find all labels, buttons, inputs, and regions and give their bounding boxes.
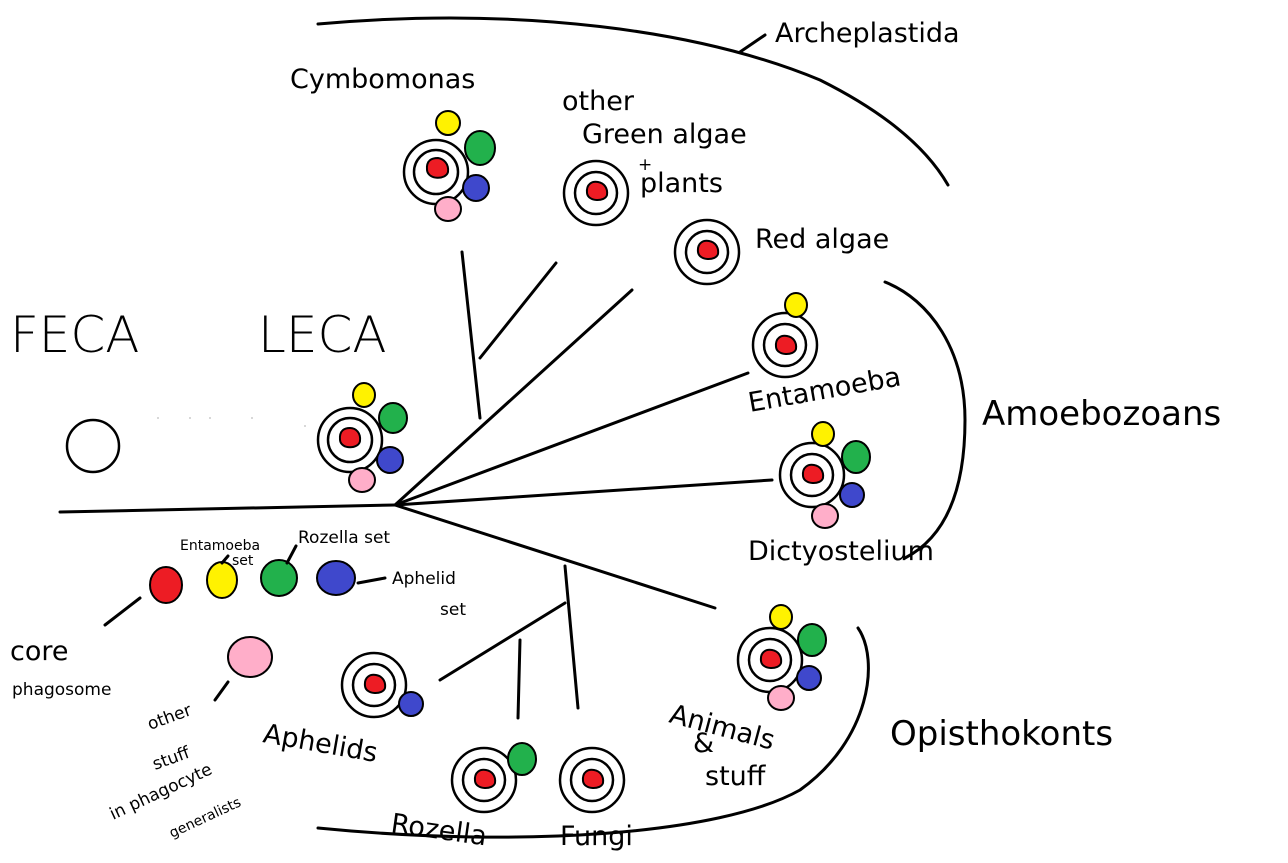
other-green-label-2: Green algae bbox=[582, 119, 747, 150]
leca-cell bbox=[316, 382, 408, 493]
animals-label-3: stuff bbox=[705, 761, 767, 792]
aphelid-set-label-1: Aphelid bbox=[392, 569, 456, 589]
opisthokonts-label: Opisthokonts bbox=[890, 714, 1113, 754]
svg-text:LECA: LECA bbox=[258, 306, 387, 364]
svg-text:FECA: FECA bbox=[10, 306, 139, 364]
feca-leca-gap bbox=[157, 417, 306, 427]
fungi-cell bbox=[558, 746, 626, 814]
opisthokonts-bracket bbox=[316, 626, 870, 839]
cymbomonas-cell bbox=[402, 110, 496, 222]
dictyostelium-label: Dictyostelium bbox=[748, 536, 934, 567]
archeplastida-label: Archeplastida bbox=[775, 18, 960, 49]
rozella-cell bbox=[450, 742, 537, 814]
archeplastida-bracket bbox=[316, 16, 950, 187]
other-stuff-label-4: generalists bbox=[167, 795, 244, 842]
other-green-label-1: other bbox=[562, 86, 635, 117]
other-stuff-swatch bbox=[227, 636, 273, 678]
animals-label-2: & bbox=[693, 728, 714, 759]
core-phagosome-label-2: phagosome bbox=[12, 680, 111, 700]
rozella-set-swatch bbox=[260, 559, 298, 597]
other-green-label-4: plants bbox=[640, 168, 723, 199]
red-algae-label: Red algae bbox=[755, 224, 889, 255]
feca-cell bbox=[65, 418, 121, 474]
entamoeba-set-label-1: Entamoeba bbox=[180, 538, 260, 554]
rozella-label: Rozella bbox=[389, 808, 489, 852]
dictyostelium-cell bbox=[778, 421, 871, 529]
other-stuff-label-1: other bbox=[145, 700, 194, 734]
animals-label-1: Animals bbox=[666, 699, 778, 757]
amoebozoans-label: Amoebozoans bbox=[982, 394, 1221, 434]
amoebozoans-bracket bbox=[883, 280, 967, 560]
rozella-set-label: Rozella set bbox=[298, 528, 390, 548]
aphelid-set-swatch bbox=[316, 560, 356, 596]
animals-cell bbox=[736, 604, 827, 711]
fungi-label: Fungi bbox=[560, 821, 633, 852]
green-algae-cell bbox=[562, 159, 630, 227]
leca-label: LECA bbox=[258, 306, 387, 364]
aphelid-set-label-2: set bbox=[440, 600, 466, 620]
other-green-label-3: + bbox=[638, 155, 652, 175]
cymbomonas-label: Cymbomonas bbox=[290, 64, 475, 95]
entamoeba-cell bbox=[751, 292, 819, 379]
core-phagosome-swatch bbox=[149, 566, 183, 604]
aphelids-label: Aphelids bbox=[261, 718, 380, 769]
core-phagosome-label-1: core bbox=[10, 636, 68, 667]
red-algae-cell bbox=[673, 218, 741, 286]
archeplastida-leader bbox=[738, 33, 767, 54]
feca-label: FECA bbox=[10, 306, 139, 364]
aphelids-cell bbox=[340, 651, 424, 719]
tree-branches bbox=[58, 250, 774, 720]
entamoeba-set-label-2: set bbox=[232, 553, 254, 569]
